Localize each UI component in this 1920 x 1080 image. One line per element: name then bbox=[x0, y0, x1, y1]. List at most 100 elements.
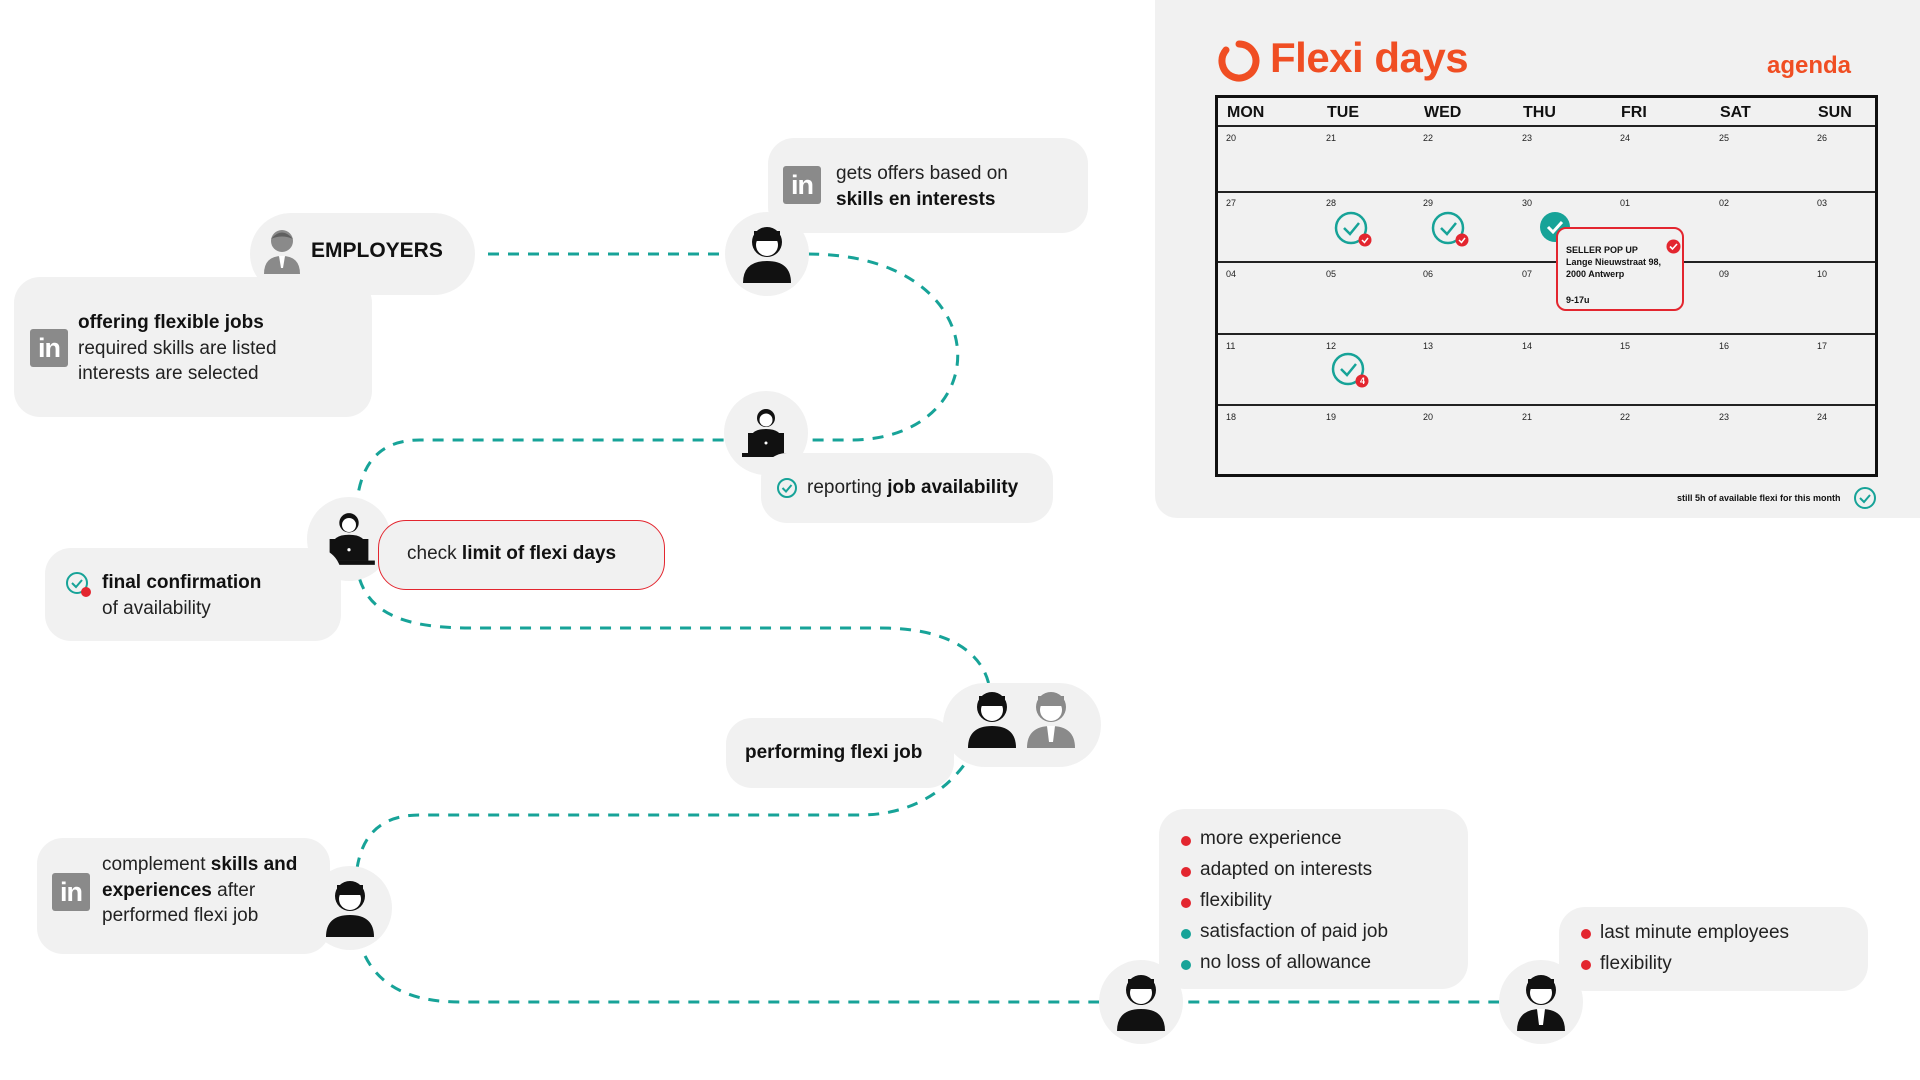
calendar-title: Flexi days bbox=[1270, 34, 1469, 81]
complement-b1: skills and bbox=[210, 854, 298, 875]
calendar-day-number[interactable]: 19 bbox=[1326, 412, 1337, 422]
calendar-day-number[interactable]: 16 bbox=[1719, 341, 1730, 351]
performing-text: performing flexi job bbox=[745, 742, 923, 763]
complement-p2: after bbox=[211, 880, 256, 901]
calendar-day-number[interactable]: 11 bbox=[1226, 341, 1236, 351]
calendar-day-number[interactable]: 21 bbox=[1326, 133, 1337, 143]
benefit-item: satisfaction of paid job bbox=[1200, 921, 1389, 942]
person-icon bbox=[1117, 975, 1165, 1031]
calendar-day-number[interactable]: 09 bbox=[1719, 269, 1730, 279]
employers-label: EMPLOYERS bbox=[311, 239, 443, 262]
reporting-bold: job availability bbox=[887, 477, 1019, 498]
offers-line2: skills en interests bbox=[836, 189, 996, 210]
complement-line2: experiences after bbox=[102, 878, 255, 904]
benefit-item: more experience bbox=[1200, 828, 1342, 849]
check-circle-icon bbox=[776, 477, 798, 504]
calendar-agenda-label: agenda bbox=[1767, 52, 1852, 79]
day-header: FRI bbox=[1621, 104, 1647, 121]
day-header: MON bbox=[1227, 104, 1265, 121]
calendar-day-number[interactable]: 23 bbox=[1522, 133, 1533, 143]
check-limit-card bbox=[378, 520, 665, 590]
day-header: THU bbox=[1523, 104, 1556, 121]
final-confirmation-card bbox=[45, 548, 341, 641]
check-bold: limit of flexi days bbox=[461, 543, 617, 564]
calendar-day-number[interactable]: 03 bbox=[1817, 198, 1828, 208]
row-divider bbox=[1218, 261, 1875, 263]
employer-benefit-item: flexibility bbox=[1600, 953, 1672, 974]
calendar-day-number[interactable]: 27 bbox=[1226, 198, 1237, 208]
employer-icon bbox=[1025, 690, 1077, 753]
employer-offer-card bbox=[14, 277, 372, 417]
calendar-day-number[interactable]: 29 bbox=[1423, 198, 1434, 208]
check-circle-icon bbox=[64, 570, 92, 603]
reporting-card bbox=[761, 453, 1053, 523]
check-circle-icon[interactable] bbox=[1330, 351, 1370, 396]
calendar-day-number[interactable]: 02 bbox=[1719, 198, 1730, 208]
employer-offer-line3: interests are selected bbox=[78, 363, 259, 384]
employee-node-offers bbox=[725, 212, 809, 296]
red-bullet-icon bbox=[1181, 836, 1191, 846]
calendar-day-number[interactable]: 06 bbox=[1423, 269, 1434, 279]
calendar-day-number[interactable]: 26 bbox=[1817, 133, 1828, 143]
reporting-prefix: reporting bbox=[807, 477, 888, 498]
calendar-day-number[interactable]: 21 bbox=[1522, 412, 1533, 422]
person-icon bbox=[743, 227, 791, 283]
row-divider bbox=[1218, 404, 1875, 406]
calendar-day-number[interactable]: 14 bbox=[1522, 341, 1533, 351]
offers-card bbox=[768, 138, 1088, 233]
performing-node bbox=[943, 683, 1101, 767]
event-card[interactable]: SELLER POP UP Lange Nieuwstraat 98, 2000… bbox=[1556, 227, 1684, 311]
employer-offer-title: offering flexible jobs bbox=[78, 312, 264, 333]
calendar-day-number[interactable]: 20 bbox=[1423, 412, 1434, 422]
red-bullet-icon bbox=[1581, 960, 1591, 970]
calendar-day-number[interactable]: 15 bbox=[1620, 341, 1631, 351]
row-divider bbox=[1218, 191, 1875, 193]
linkedin-icon: in bbox=[783, 166, 821, 204]
linkedin-icon: in bbox=[30, 329, 68, 367]
calendar-day-number[interactable]: 04 bbox=[1226, 269, 1237, 279]
calendar-day-number[interactable]: 07 bbox=[1522, 269, 1533, 279]
calendar-day-number[interactable]: 23 bbox=[1719, 412, 1730, 422]
employer-icon bbox=[1517, 975, 1565, 1031]
red-bullet-icon bbox=[1181, 898, 1191, 908]
calendar-day-number[interactable]: 13 bbox=[1423, 341, 1434, 351]
calendar-day-number[interactable]: 17 bbox=[1817, 341, 1828, 351]
calendar-day-number[interactable]: 01 bbox=[1620, 198, 1631, 208]
employee-node-benefits bbox=[1099, 960, 1183, 1044]
row-divider bbox=[1218, 333, 1875, 335]
check-prefix: check bbox=[407, 543, 462, 564]
calendar-day-number[interactable]: 20 bbox=[1226, 133, 1237, 143]
employer-benefits-card bbox=[1559, 907, 1868, 991]
calendar-day-number[interactable]: 12 bbox=[1326, 341, 1337, 351]
teal-bullet-icon bbox=[1181, 960, 1191, 970]
event-check-icon bbox=[1666, 239, 1681, 259]
check-circle-icon[interactable] bbox=[1333, 210, 1373, 255]
flexi-logo-icon bbox=[1218, 40, 1260, 87]
calendar-day-number[interactable]: 30 bbox=[1522, 198, 1533, 208]
event-time: 9-17u bbox=[1566, 295, 1590, 305]
final-confirmation-line2: of availability bbox=[102, 598, 211, 619]
calendar-day-number[interactable]: 10 bbox=[1817, 269, 1828, 279]
calendar-day-number[interactable]: 05 bbox=[1326, 269, 1337, 279]
calendar-day-number[interactable]: 25 bbox=[1719, 133, 1730, 143]
final-confirmation-title: final confirmation bbox=[102, 572, 262, 593]
laptop-user-icon bbox=[323, 513, 375, 565]
day-header: TUE bbox=[1327, 104, 1359, 121]
calendar-grid: MON TUE WED THU FRI SAT SUN bbox=[1215, 95, 1878, 477]
employer-icon bbox=[262, 228, 302, 279]
calendar-day-number[interactable]: 22 bbox=[1620, 412, 1631, 422]
calendar-day-number[interactable]: 24 bbox=[1817, 412, 1828, 422]
calendar-day-number[interactable]: 22 bbox=[1423, 133, 1434, 143]
check-circle-icon bbox=[1853, 486, 1877, 515]
calendar-day-number[interactable]: 24 bbox=[1620, 133, 1631, 143]
calendar-day-number[interactable]: 28 bbox=[1326, 198, 1337, 208]
check-limit-text: check limit of flexi days bbox=[407, 541, 616, 567]
complement-line1: complement skills and bbox=[102, 852, 332, 878]
performing-card bbox=[726, 718, 954, 788]
event-title: SELLER POP UP bbox=[1566, 245, 1638, 255]
employer-offer-line2: required skills are listed bbox=[78, 338, 277, 359]
calendar-day-number[interactable]: 18 bbox=[1226, 412, 1237, 422]
badge-count: 4 bbox=[1359, 376, 1365, 386]
day-header: SAT bbox=[1720, 104, 1751, 121]
check-circle-icon[interactable] bbox=[1430, 210, 1470, 255]
